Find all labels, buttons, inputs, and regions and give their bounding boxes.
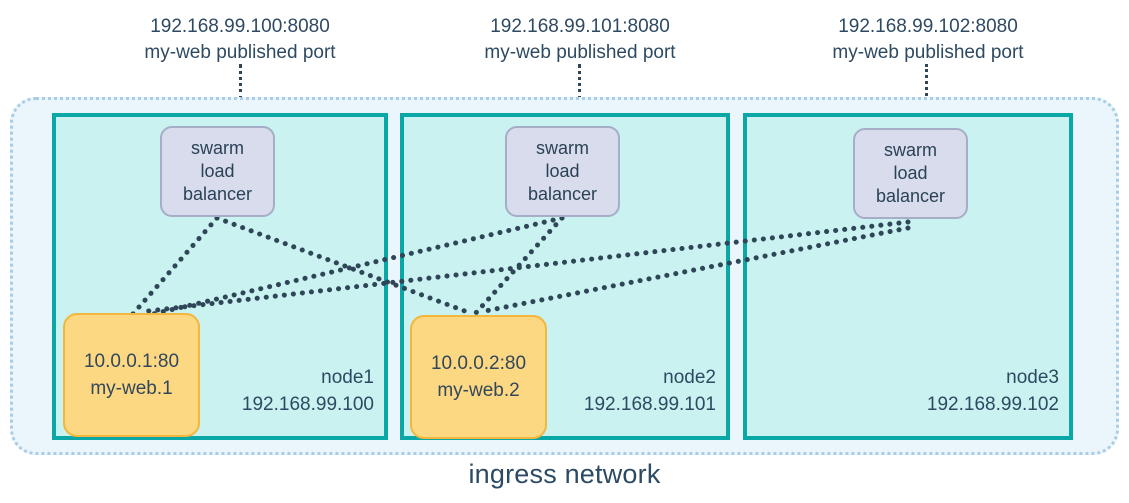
callout-address-node1: 192.168.99.100:8080: [150, 16, 330, 37]
callout-address-node3: 192.168.99.102:8080: [838, 16, 1018, 37]
node-ip-node2: 192.168.99.101: [583, 394, 716, 415]
service-task-my-web-1: 10.0.0.1:80 my-web.1: [63, 313, 200, 437]
callout-description-node1: my-web published port: [144, 42, 336, 63]
lb1-line3: balancer: [182, 184, 253, 204]
callout-stem-node1: [239, 64, 242, 100]
callout-description-node3: my-web published port: [832, 42, 1024, 63]
node-name-node2: node2: [663, 367, 716, 388]
node-label-node1: node1 192.168.99.100: [242, 364, 374, 418]
node-label-node2: node2 192.168.99.101: [584, 364, 716, 418]
callout-stem-node3: [925, 64, 928, 102]
lb1-line2: load: [200, 161, 235, 181]
callout-address-node2: 192.168.99.101:8080: [490, 16, 670, 37]
node-name-node1: node1: [321, 367, 374, 388]
published-port-callout-node2: 192.168.99.101:8080 my-web published por…: [400, 14, 760, 66]
task2-address: 10.0.0.2:80: [430, 353, 527, 374]
node-ip-node1: 192.168.99.100: [241, 394, 374, 415]
callout-stem-node2: [578, 64, 581, 100]
task2-name: my-web.2: [437, 380, 520, 401]
task1-address: 10.0.0.1:80: [83, 351, 180, 372]
task1-name: my-web.1: [90, 378, 173, 399]
published-port-callout-node3: 192.168.99.102:8080 my-web published por…: [748, 14, 1108, 66]
lb3-line2: load: [893, 163, 928, 183]
lb2-line2: load: [545, 161, 580, 181]
lb3-line1: swarm: [884, 140, 937, 160]
swarm-load-balancer-node1: swarm load balancer: [160, 126, 275, 217]
lb2-line3: balancer: [527, 184, 598, 204]
published-port-callout-node1: 192.168.99.100:8080 my-web published por…: [60, 14, 420, 66]
service-task-my-web-2: 10.0.0.2:80 my-web.2: [410, 315, 547, 439]
node-label-node3: node3 192.168.99.102: [927, 364, 1059, 418]
lb2-line1: swarm: [536, 138, 589, 158]
swarm-load-balancer-node3: swarm load balancer: [853, 128, 968, 219]
lb3-line3: balancer: [875, 186, 946, 206]
lb1-line1: swarm: [191, 138, 244, 158]
node-name-node3: node3: [1006, 367, 1059, 388]
ingress-network-label: ingress network: [468, 459, 661, 489]
swarm-load-balancer-node2: swarm load balancer: [505, 126, 620, 217]
callout-description-node2: my-web published port: [484, 42, 676, 63]
node-ip-node3: 192.168.99.102: [926, 394, 1059, 415]
